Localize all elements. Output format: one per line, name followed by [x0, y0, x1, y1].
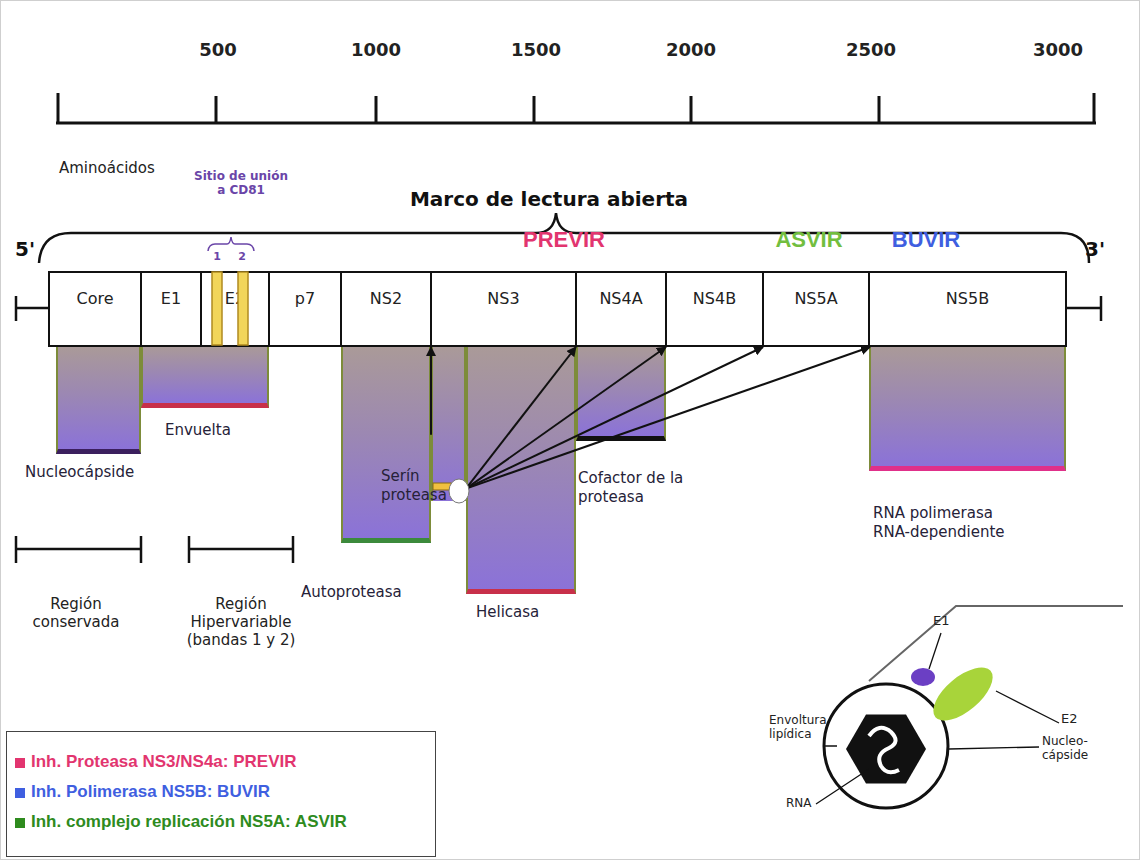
genome-segment: NS4A [575, 271, 667, 347]
annotation-label: Nucleo- cápside [1042, 734, 1102, 763]
three-prime-tail [1066, 296, 1101, 321]
legend-swatch [15, 818, 25, 828]
annotation-label: 2 [236, 250, 248, 263]
legend-swatch [15, 758, 25, 768]
annotation-label: Aminoácidos [59, 159, 199, 177]
protein-region-box: Helicasa [466, 346, 576, 594]
drug-class-label: ASVIR [754, 227, 864, 253]
genome-segment: NS2 [340, 271, 432, 347]
drug-class-label: PREVIR [494, 227, 634, 253]
protein-region-box: Nucleocápside [56, 346, 141, 454]
annotation-label: Marco de lectura abierta [384, 187, 714, 211]
genome-segment: E1 [140, 271, 202, 347]
segment-name: Core [50, 289, 140, 308]
annotation-label: Envoltura lipídica [769, 713, 844, 742]
segment-name: NS5A [764, 289, 868, 308]
reading-frame-brace [39, 213, 1089, 263]
segment-name: NS2 [342, 289, 430, 308]
annotation-label: 1 [211, 250, 223, 263]
protein-region-box: Autoproteasa [341, 346, 431, 543]
segment-name: NS5B [870, 289, 1065, 308]
nucleocapsid-hexagon [846, 714, 926, 783]
genome-segment: p7 [268, 271, 342, 347]
protein-region-box: RNA polimerasa RNA-dependiente [869, 346, 1066, 471]
rna-strand [869, 728, 899, 772]
virion-envelope [824, 684, 948, 808]
ruler-ticks [58, 93, 1094, 123]
protein-region-box: Cofactor de la proteasa [576, 346, 666, 441]
legend-swatch [15, 788, 25, 798]
legend-entry: Inh. Polimerasa NS5B: BUVIR [15, 782, 270, 802]
segment-name: NS3 [432, 289, 575, 308]
annotation-label: Región conservada [26, 595, 126, 631]
annotation-label: 5' [15, 237, 45, 261]
cd81-bracket [208, 237, 254, 251]
genome-segment: NS5A [762, 271, 870, 347]
genome-segment: Core [48, 271, 142, 347]
legend-text: Inh. Proteasa NS3/NS4a: PREVIR [31, 752, 296, 771]
segment-name: E2 [202, 289, 268, 308]
protein-region-box: Envuelta [141, 346, 269, 408]
protein-function-label: Cofactor de la proteasa [578, 469, 690, 507]
annotation-label: E1 [933, 613, 963, 629]
axis-number: 500 [183, 39, 253, 61]
legend-entry: Inh. Proteasa NS3/NS4a: PREVIR [15, 752, 296, 772]
five-prime-tail [16, 296, 49, 321]
protein-function-label: RNA polimerasa RNA-dependiente [873, 504, 1023, 542]
axis-number: 1000 [341, 39, 411, 61]
axis-number: 1500 [501, 39, 571, 61]
annotation-label: 3' [1085, 237, 1115, 261]
annotation-label: Sitio de unión a CD81 [189, 169, 294, 198]
annotation-label: Región Hipervariable (bandas 1 y 2) [174, 595, 309, 649]
legend-text: Inh. complejo replicación NS5A: ASVIR [31, 812, 347, 831]
leader-lines [816, 633, 1059, 804]
drug-class-label: BUVIR [871, 227, 981, 253]
legend-box: Inh. Proteasa NS3/NS4a: PREVIR Inh. Polim… [6, 731, 436, 857]
protein-function-label: Autoproteasa [301, 583, 426, 602]
protein-function-label: Serín proteasa [381, 467, 453, 505]
axis-number: 2000 [656, 39, 726, 61]
e2-glycoprotein [924, 658, 1001, 730]
ruler-axis [56, 122, 1096, 125]
legend-text: Inh. Polimerasa NS5B: BUVIR [31, 782, 270, 801]
segment-name: E1 [142, 289, 200, 308]
genome-segment: E2 [200, 271, 270, 347]
segment-name: NS4A [577, 289, 665, 308]
annotation-label: E2 [1061, 711, 1091, 727]
axis-number: 3000 [1023, 39, 1093, 61]
protein-function-label: Nucleocápside [25, 463, 155, 482]
protein-function-label: Envuelta [165, 421, 265, 440]
protein-region-box: Serín proteasa [431, 346, 466, 501]
annotation-label: RNA [786, 796, 826, 810]
genome-segment: NS5B [868, 271, 1067, 347]
genome-segment: NS3 [430, 271, 577, 347]
segment-name: NS4B [667, 289, 762, 308]
genome-segment: NS4B [665, 271, 764, 347]
axis-number: 2500 [836, 39, 906, 61]
legend-entry: Inh. complejo replicación NS5A: ASVIR [15, 812, 347, 832]
region-bar [16, 536, 141, 563]
protein-function-label: Helicasa [476, 603, 576, 622]
region-bar [189, 536, 293, 563]
e1-glycoprotein [911, 668, 935, 686]
segment-name: p7 [270, 289, 340, 308]
inset-frame [869, 606, 1123, 681]
